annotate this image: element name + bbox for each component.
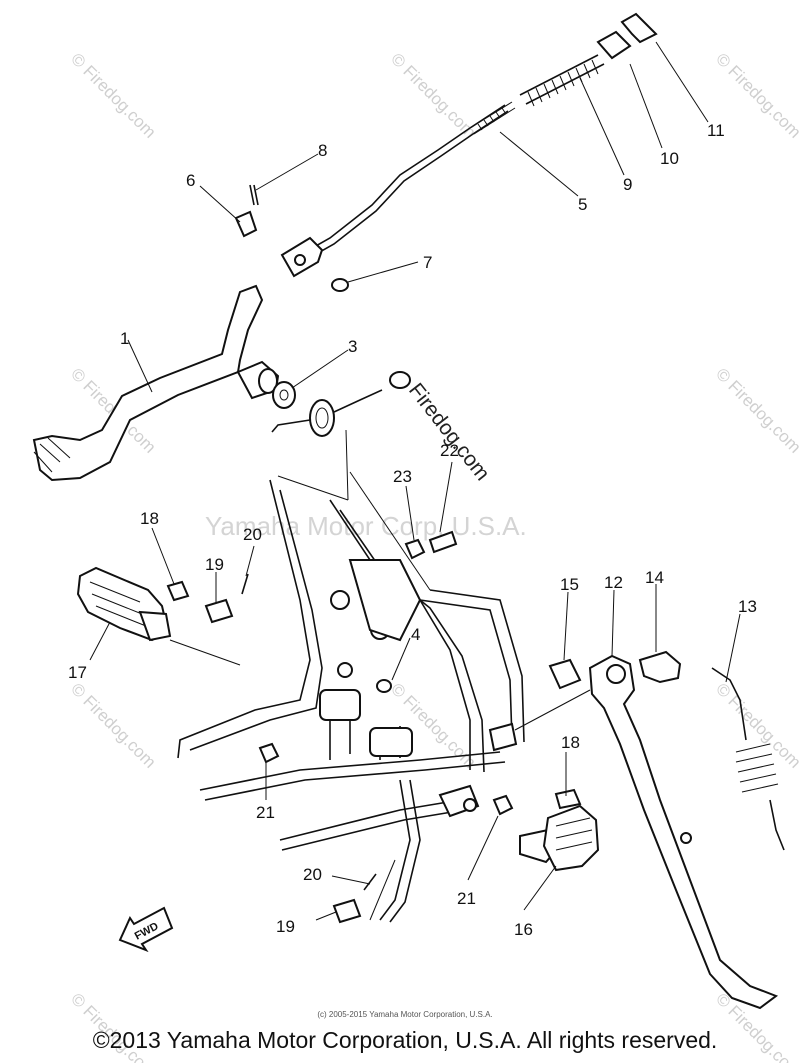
callout-4: 4 xyxy=(411,625,420,644)
bolt-22 xyxy=(428,530,458,554)
brake-pedal-1 xyxy=(32,284,280,482)
watermark-firedog: © Firedog.com xyxy=(67,49,159,141)
watermark-firedog: © Firedog.com xyxy=(712,679,804,771)
callout-13: 13 xyxy=(738,597,757,616)
watermark-firedog: © Firedog.com xyxy=(67,679,159,771)
callout-21: 21 xyxy=(256,803,275,822)
watermark-yamaha: Yamaha Motor Corp, U.S.A. xyxy=(205,511,527,541)
pin-6 xyxy=(234,210,258,238)
callout-23: 23 xyxy=(393,467,412,486)
callout-12: 12 xyxy=(604,573,623,592)
watermark-firedog-bold: Firedog.com xyxy=(404,379,494,485)
washer-7 xyxy=(331,278,349,292)
callout-14: 14 xyxy=(645,568,664,587)
side-stand-12 xyxy=(548,650,785,1010)
nut-21-right xyxy=(492,794,514,816)
callout-10: 10 xyxy=(660,149,679,168)
sleeve-10 xyxy=(596,30,632,60)
callout-6: 6 xyxy=(186,171,195,190)
small-copyright: (c) 2005-2015 Yamaha Motor Corporation, … xyxy=(317,1010,493,1019)
nut-21-left xyxy=(258,742,280,764)
callout-21: 21 xyxy=(457,889,476,908)
footrest-16 xyxy=(332,788,600,924)
callout-1: 1 xyxy=(120,329,129,348)
frame xyxy=(177,479,525,923)
callout-9: 9 xyxy=(623,175,632,194)
watermark-firedog: © Firedog.com xyxy=(387,49,479,141)
nut-23 xyxy=(404,538,426,560)
callout-19: 19 xyxy=(276,917,295,936)
callout-15: 15 xyxy=(560,575,579,594)
callout-20: 20 xyxy=(243,525,262,544)
callout-16: 16 xyxy=(514,920,533,939)
callout-11: 11 xyxy=(707,121,725,140)
callout-17: 17 xyxy=(68,663,87,682)
brake-cable-assembly xyxy=(234,12,658,292)
leader-lines xyxy=(89,41,741,921)
fwd-arrow: FWD xyxy=(118,906,174,953)
callout-18: 18 xyxy=(140,509,159,528)
callout-7: 7 xyxy=(423,253,432,272)
copyright-footer: ©2013 Yamaha Motor Corporation, U.S.A. A… xyxy=(92,1027,718,1053)
wing-nut-11 xyxy=(620,12,658,44)
return-spring-2 xyxy=(271,371,411,437)
callout-19: 19 xyxy=(205,555,224,574)
callout-18: 18 xyxy=(561,733,580,752)
callout-3: 3 xyxy=(348,337,357,356)
washer-3 xyxy=(272,381,296,409)
footrest-17 xyxy=(76,566,249,642)
cotter-pin-8 xyxy=(249,184,259,206)
callout-labels: 1 3 4 5 6 7 8 9 10 11 12 13 14 15 16 17 … xyxy=(68,121,757,939)
watermark-firedog: © Firedog.com xyxy=(712,364,804,456)
washer-4 xyxy=(376,679,392,693)
callout-8: 8 xyxy=(318,141,327,160)
spring-9 xyxy=(519,54,605,107)
callout-22: 22 xyxy=(440,441,459,460)
watermark-firedog: © Firedog.com xyxy=(712,49,804,141)
callout-5: 5 xyxy=(578,195,587,214)
callout-20: 20 xyxy=(303,865,322,884)
